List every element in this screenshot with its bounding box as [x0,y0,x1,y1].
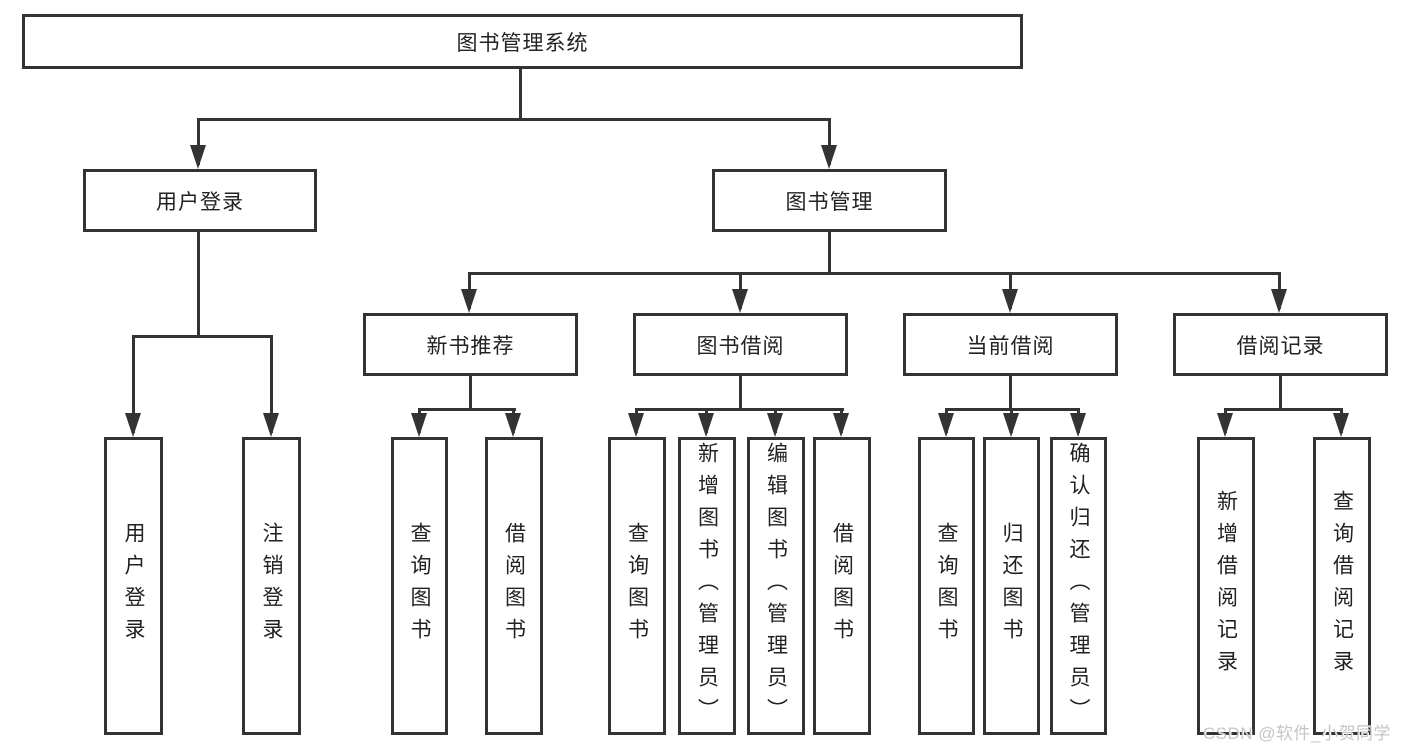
node-user-login: 用户登录 [83,169,317,232]
leaf-query-book-recommend: 查询图书 [391,437,448,735]
connector-line [197,232,200,335]
connector-line [468,272,1281,275]
node-new-book-recommend: 新书推荐 [363,313,578,376]
leaf-label: 新增图书（管理员） [695,442,719,730]
leaf-query-borrow-record: 查询借阅记录 [1313,437,1371,735]
leaf-query-book-borrow: 查询图书 [608,437,666,735]
leaf-logout-login: 注销登录 [242,437,301,735]
leaf-label: 查询图书 [625,522,649,650]
arrow-down [767,413,783,437]
connector-line [945,408,1080,411]
csdn-watermark: CSDN @软件_小贺同学 [1202,724,1391,743]
arrow-down [628,413,644,437]
arrow-down [1217,413,1233,437]
node-label: 图书借阅 [696,334,785,358]
connector-line [1224,408,1343,411]
leaf-user-login: 用户登录 [104,437,163,735]
leaf-label: 新增借阅记录 [1214,490,1238,682]
node-book-borrow: 图书借阅 [633,313,848,376]
connector-line [270,338,273,433]
leaf-label: 注销登录 [260,522,283,650]
connector-line [1279,376,1282,408]
arrow-down [190,145,206,169]
leaf-label: 查询借阅记录 [1330,490,1354,682]
arrow-down [698,413,714,437]
leaf-borrow-book-recommend: 借阅图书 [485,437,543,735]
arrow-down [263,413,279,437]
connector-line [469,376,472,408]
leaf-label: 借阅图书 [502,522,526,650]
leaf-query-book-current: 查询图书 [918,437,975,735]
leaf-label: 用户登录 [122,522,145,650]
connector-line [828,232,831,272]
arrow-down [461,289,477,313]
node-label: 图书管理 [785,190,874,214]
leaf-edit-book-admin: 编辑图书（管理员） [747,437,805,735]
leaf-confirm-return-admin: 确认归还（管理员） [1050,437,1107,735]
connector-line [635,408,844,411]
arrow-down [125,413,141,437]
leaf-return-book: 归还图书 [983,437,1040,735]
leaf-label: 借阅图书 [830,522,854,650]
node-label: 借阅记录 [1236,334,1325,358]
arrow-down [1271,289,1287,313]
node-label: 图书管理系统 [456,31,589,55]
arrow-down [505,413,521,437]
connector-line [197,121,200,165]
leaf-borrow-book: 借阅图书 [813,437,871,735]
node-book-management: 图书管理 [712,169,947,232]
connector-line [828,121,831,165]
node-label: 新书推荐 [426,334,515,358]
connector-line [197,118,831,121]
leaf-label: 确认归还（管理员） [1067,442,1090,730]
arrow-down [938,413,954,437]
leaf-add-book-admin: 新增图书（管理员） [678,437,736,735]
node-current-borrow: 当前借阅 [903,313,1118,376]
connector-line [132,338,135,433]
node-borrow-records: 借阅记录 [1173,313,1388,376]
connector-line [132,335,273,338]
leaf-label: 归还图书 [1000,522,1023,650]
node-label: 用户登录 [156,190,244,214]
connector-line [1009,376,1012,408]
arrow-down [411,413,427,437]
leaf-label: 查询图书 [935,522,958,650]
node-library-management-system: 图书管理系统 [22,14,1023,69]
node-label: 当前借阅 [966,334,1055,358]
connector-line [418,408,516,411]
arrow-down [732,289,748,313]
connector-line [519,69,522,118]
arrow-down [1070,413,1086,437]
connector-line [739,376,742,408]
arrow-down [1003,413,1019,437]
arrow-down [833,413,849,437]
arrow-down [1002,289,1018,313]
leaf-label: 编辑图书（管理员） [764,442,788,730]
arrow-down [1333,413,1349,437]
leaf-add-borrow-record: 新增借阅记录 [1197,437,1255,735]
arrow-down [821,145,837,169]
leaf-label: 查询图书 [408,522,431,650]
